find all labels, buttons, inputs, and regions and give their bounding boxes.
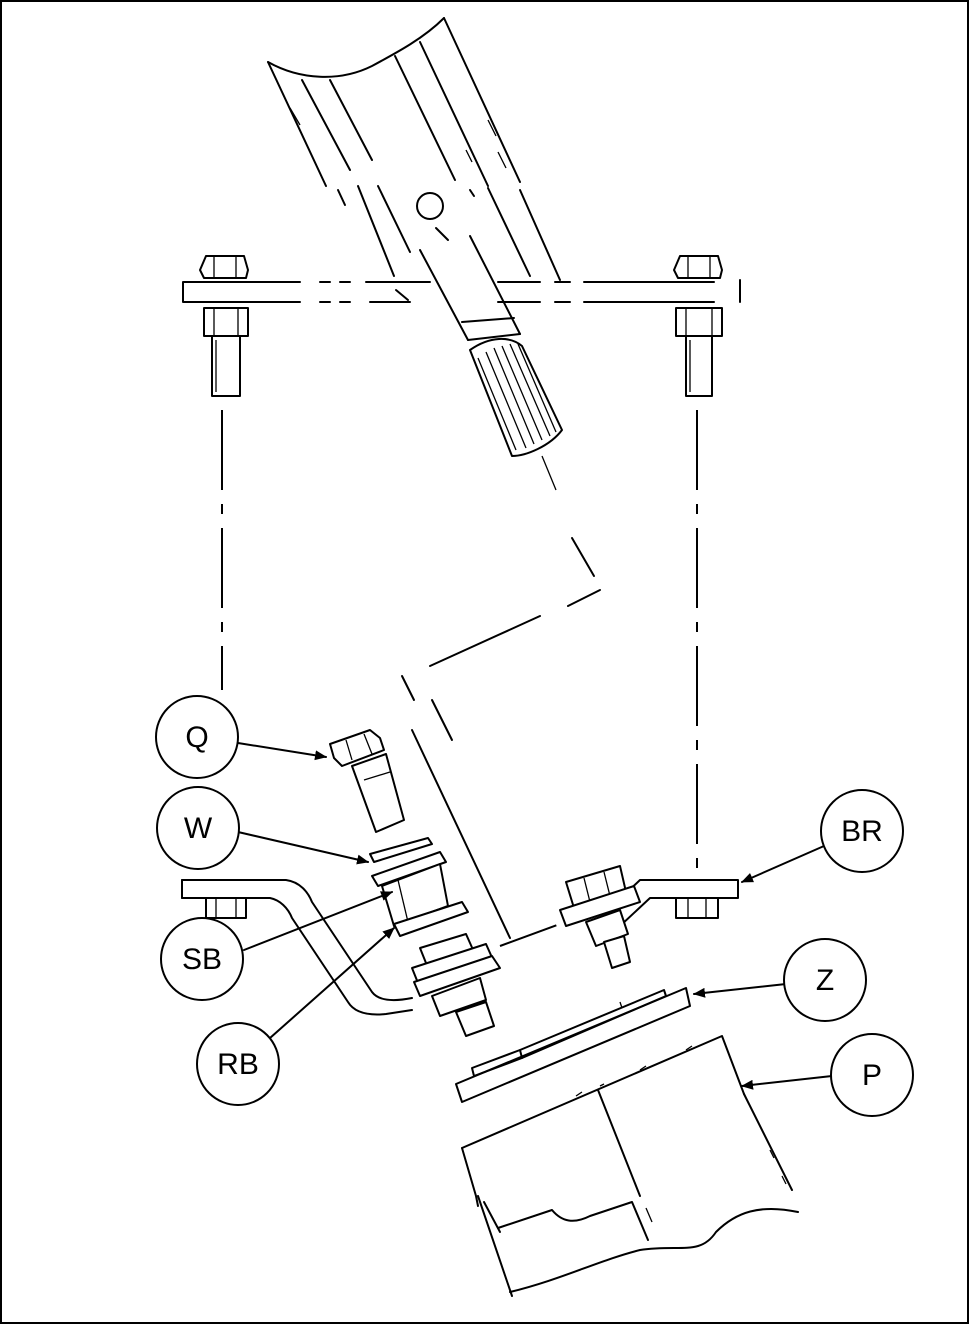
callout-z-label: Z [816, 964, 834, 997]
q-bolt [329, 729, 405, 833]
shaft-alignment-lines [401, 537, 601, 947]
br-leader-arrow [741, 845, 825, 883]
q-leader-arrow [237, 742, 327, 761]
callout-rb: RB [196, 1022, 280, 1106]
p-leader-arrow [741, 1075, 833, 1090]
z-leader-arrow [693, 983, 787, 998]
sb-leader-arrow [243, 891, 393, 951]
callout-br: BR [820, 789, 904, 873]
z-plate [455, 987, 691, 1103]
upper-right-bolt [673, 255, 723, 397]
w-washer [369, 837, 433, 863]
lower-nut-assembly [411, 933, 501, 1037]
callout-sb-label: SB [182, 943, 222, 976]
callout-br-label: BR [841, 815, 883, 848]
callout-p-label: P [862, 1059, 882, 1092]
left-lower-bracket [181, 879, 413, 1016]
callout-sb: SB [160, 917, 244, 1001]
callout-w-label: W [184, 812, 213, 845]
rb-leader-arrow [269, 927, 395, 1039]
callout-q-label: Q [185, 721, 208, 754]
callout-p: P [830, 1033, 914, 1117]
w-leader-arrow [237, 831, 369, 865]
callout-rb-label: RB [217, 1048, 259, 1081]
upper-bracket-plate [182, 279, 741, 303]
sb-spacer [371, 851, 449, 927]
leader-arrows [237, 742, 833, 1090]
upper-left-bolt [199, 255, 249, 397]
splined-shaft [419, 235, 563, 491]
steering-column-tube [267, 17, 561, 301]
callout-z: Z [783, 938, 867, 1022]
rb-washer [393, 901, 469, 937]
callout-q: Q [155, 695, 239, 779]
right-lower-bracket [559, 865, 739, 969]
p-housing [461, 1035, 799, 1297]
callout-w: W [156, 786, 240, 870]
